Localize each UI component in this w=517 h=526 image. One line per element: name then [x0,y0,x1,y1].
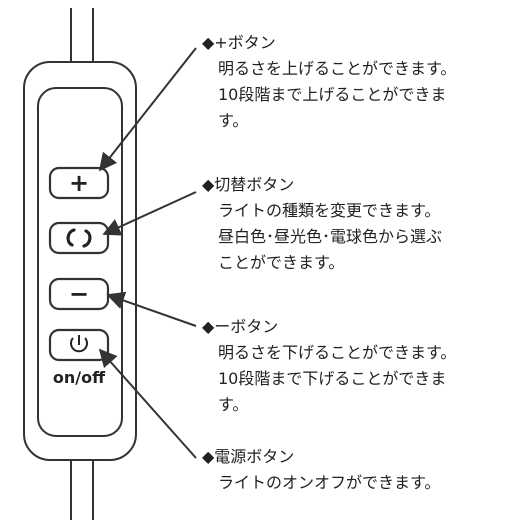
switch-annotation-title: ◆切替ボタン [202,175,295,194]
minus-icon: − [69,280,89,308]
switch-annotation-description: ライトの種類を変更できます。 昼白色･昼光色･電球色から選ぶ ことができます。 [218,201,443,272]
cable-top [70,8,94,62]
cable-bottom [70,458,94,520]
power-icon [70,335,88,353]
minus-button[interactable]: − [48,277,110,311]
power-button[interactable] [48,328,110,362]
plus-annotation-title: ◆+ボタン [202,33,276,52]
switch-button[interactable] [48,221,110,255]
switch-annotation: ◆切替ボタン ライトの種類を変更できます。 昼白色･昼光色･電球色から選ぶ こと… [202,172,442,276]
plus-annotation-description: 明るさを上げることができます。 10段階まで上げることができま す。 [218,59,457,130]
minus-annotation-description: 明るさを下げることができます。 10段階まで下げることができま す。 [218,343,457,414]
switch-arrow [102,191,197,236]
plus-button[interactable]: + [48,166,110,200]
plus-annotation: ◆+ボタン 明るさを上げることができます。 10段階まで上げることができま す。 [202,30,456,134]
plus-arrow [98,47,197,172]
minus-arrow [106,291,197,327]
power-annotation-title: ◆電源ボタン [202,447,295,466]
plus-icon: + [69,169,89,197]
power-annotation-description: ライトのオンオフができます。 [218,473,441,492]
cycle-icon [66,228,92,248]
minus-annotation-title: ◆ーボタン [202,317,279,336]
power-arrow [98,348,197,459]
power-label: on/off [53,368,106,387]
power-annotation: ◆電源ボタン ライトのオンオフができます。 [202,444,440,496]
minus-annotation: ◆ーボタン 明るさを下げることができます。 10段階まで下げることができま す。 [202,314,456,418]
